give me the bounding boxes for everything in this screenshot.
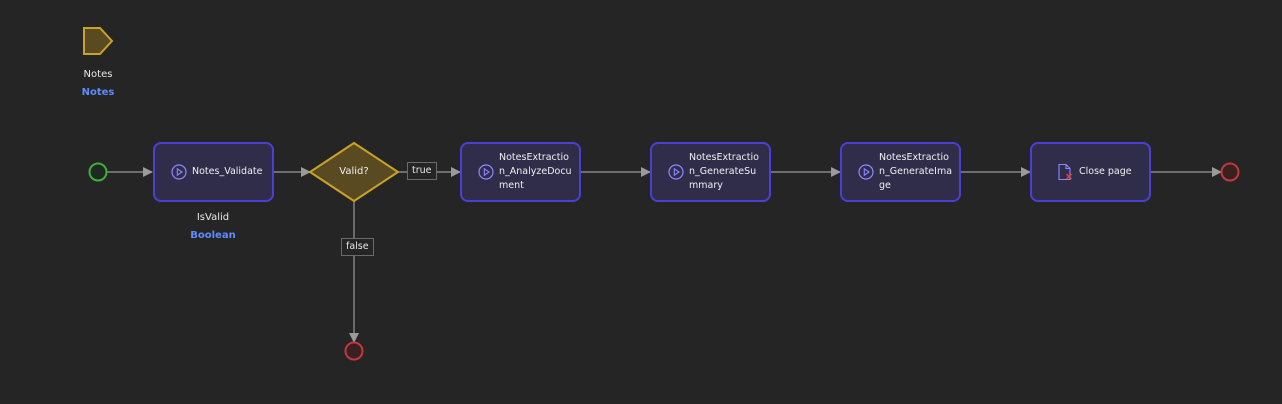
play-circle-icon — [668, 164, 684, 180]
start-event[interactable] — [88, 162, 108, 182]
output-variable-type: Boolean — [190, 230, 236, 241]
activity-notes-validate[interactable]: Notes_Validate — [153, 142, 274, 202]
activity-generate-summary[interactable]: NotesExtraction_GenerateSummary — [650, 142, 771, 202]
activity-label: NotesExtraction_GenerateImage — [879, 152, 953, 191]
activity-close-page[interactable]: Close page — [1030, 142, 1151, 202]
activity-label: Close page — [1079, 166, 1132, 177]
decision-diamond[interactable] — [308, 141, 400, 203]
output-variable-name: IsValid — [196, 212, 230, 223]
close-page-icon — [1058, 163, 1072, 181]
activity-label: Notes_Validate — [192, 166, 263, 177]
activity-label: NotesExtraction_AnalyzeDocument — [499, 152, 572, 191]
parameter-icon[interactable] — [83, 27, 114, 55]
parameter-name: Notes — [83, 69, 113, 80]
activity-generate-image[interactable]: NotesExtraction_GenerateImage — [840, 142, 961, 202]
decision-label: Valid? — [339, 166, 369, 177]
play-circle-icon — [858, 164, 874, 180]
play-circle-icon — [478, 164, 494, 180]
activity-analyze-document[interactable]: NotesExtraction_AnalyzeDocument — [460, 142, 581, 202]
end-event-main[interactable] — [1220, 162, 1240, 182]
edge-label-false: false — [341, 238, 374, 256]
activity-label: NotesExtraction_GenerateSummary — [689, 152, 759, 191]
play-circle-icon — [171, 164, 187, 180]
end-event-false[interactable] — [344, 341, 364, 361]
parameter-type: Notes — [81, 87, 115, 98]
edge-label-true: true — [407, 162, 437, 180]
